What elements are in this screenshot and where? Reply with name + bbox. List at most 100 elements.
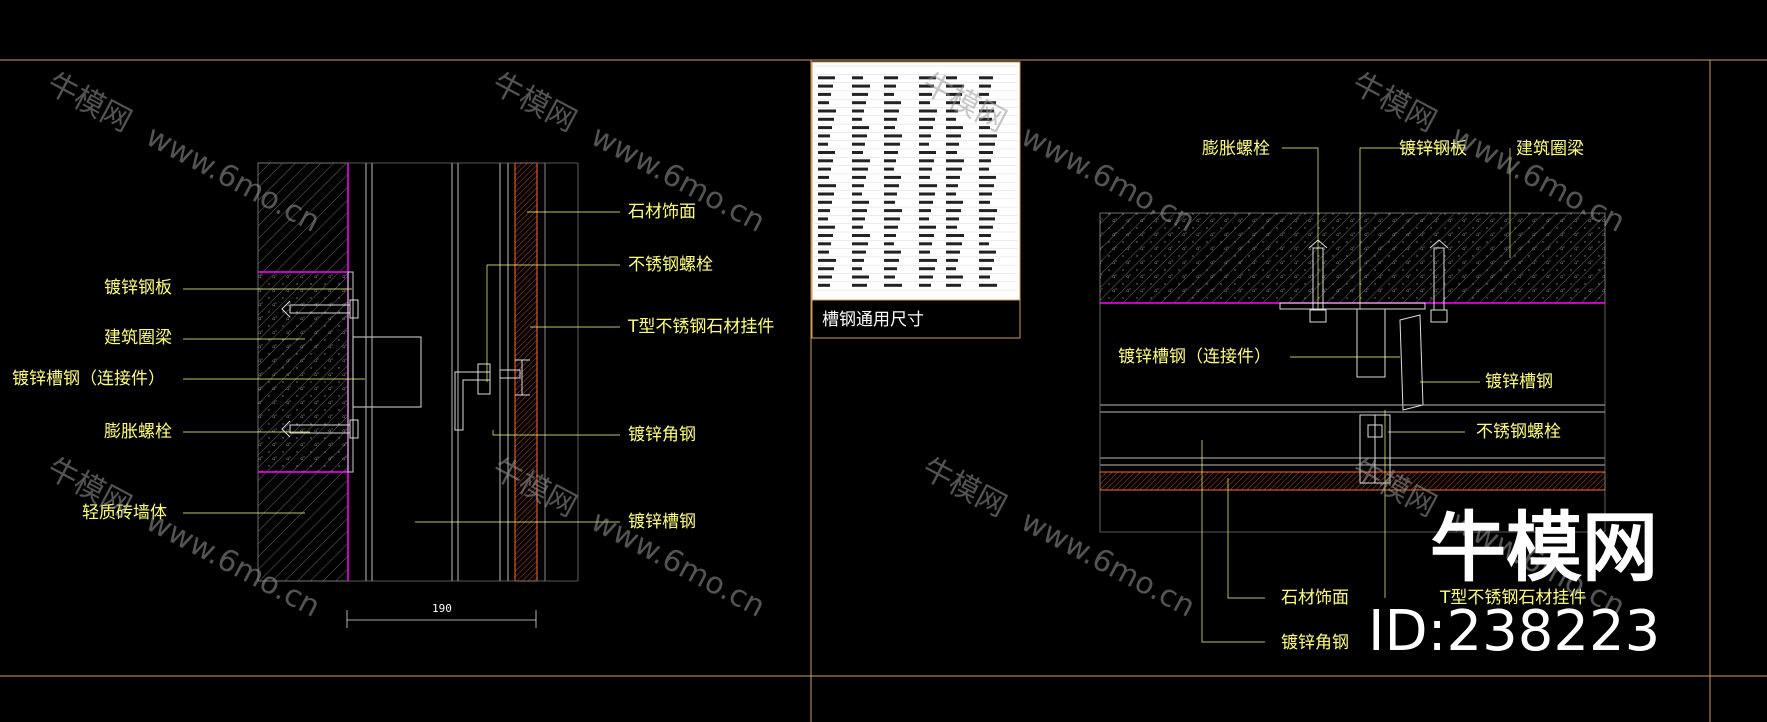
table-cell-mark (884, 267, 897, 271)
watermark-brand: 牛模网 (486, 66, 582, 139)
table-cell-mark (919, 134, 931, 138)
table-cell-mark (919, 109, 937, 113)
table-cell-mark (852, 209, 867, 213)
table-cell-mark (884, 192, 897, 196)
table-cell-mark (919, 159, 934, 163)
table-cell-mark (852, 175, 866, 179)
table-cell-mark (884, 184, 899, 188)
table-cell-mark (818, 76, 835, 80)
label-angle-right: 镀锌角钢 (1281, 633, 1349, 653)
table-cell-mark (852, 142, 865, 146)
table-cell-mark (919, 151, 936, 154)
label-channel-connector-right: 镀锌槽钢（连接件） (1118, 347, 1271, 367)
table-cell-mark (919, 101, 930, 105)
label-hanger-right: T型不锈钢石材挂件 (1439, 588, 1586, 608)
table-cell-mark (946, 200, 963, 204)
table-cell-mark (946, 84, 964, 88)
table-cell-mark (852, 250, 866, 254)
table-cell-mark (884, 117, 897, 121)
table-cell-mark (818, 92, 831, 96)
table-cell-mark (946, 234, 964, 237)
table-cell-mark (884, 225, 898, 229)
watermark-brand: 牛模网 (41, 66, 137, 139)
table-cell-mark (818, 159, 833, 163)
table-cell-mark (818, 209, 830, 213)
table-cell-mark (884, 159, 896, 163)
table-cell-mark (852, 184, 864, 188)
table-cell-mark (946, 101, 960, 105)
dimension-190: 190 (432, 602, 452, 615)
table-cell-mark (852, 159, 870, 163)
table-cell-mark (818, 234, 833, 237)
table-cell-mark (852, 101, 866, 105)
label-channel-right: 镀锌槽钢 (1485, 372, 1553, 392)
table-cell-mark (979, 242, 989, 246)
label-stone-facing: 石材饰面 (628, 202, 696, 222)
watermark-url: www.6mo.cn (1015, 504, 1201, 625)
table-cell-mark (818, 217, 828, 221)
table-cell-mark (818, 142, 828, 146)
label-expansion-bolt: 膨胀螺栓 (104, 422, 172, 442)
table-cell-mark (884, 234, 896, 237)
table-cell-mark (818, 109, 836, 113)
table-cell-mark (818, 84, 833, 88)
table-cell-mark (818, 184, 836, 188)
table-cell-mark (852, 192, 862, 196)
table-cell-mark (919, 192, 935, 196)
label-t-hanger: T型不锈钢石材挂件 (627, 317, 774, 337)
table-cell-mark (884, 142, 900, 146)
table-cell-mark (884, 134, 902, 138)
table-cell-mark (979, 200, 990, 204)
table-cell-mark (852, 117, 862, 121)
table-cell-mark (946, 275, 963, 279)
table-cell-mark (884, 275, 895, 279)
table-cell-mark (818, 225, 835, 229)
table-cell-mark (979, 209, 997, 213)
table-cell-mark (919, 126, 933, 130)
table-cell-mark (946, 242, 962, 246)
table-cell-mark (884, 209, 902, 213)
table-cell-mark (979, 109, 994, 113)
table-cell-mark (946, 142, 959, 146)
right-plan-detail (1099, 147, 1606, 643)
table-cell-mark (979, 258, 994, 262)
table-cell-mark (979, 101, 996, 105)
label-expansion-bolt-right: 膨胀螺栓 (1202, 139, 1270, 159)
table-cell-mark (818, 117, 834, 121)
table-cell-mark (979, 167, 989, 171)
table-cell-mark (919, 275, 933, 279)
table-cell-mark (979, 76, 993, 80)
table-cell-mark (818, 275, 832, 279)
table-cell-mark (919, 242, 932, 246)
watermark-brand: 牛模网 (1346, 451, 1442, 524)
table-cell-mark (946, 134, 961, 138)
label-ring-beam: 建筑圈梁 (104, 328, 172, 348)
table-cell-mark (818, 200, 832, 204)
channel-size-table: 槽钢通用尺寸 (811, 61, 1021, 339)
table-cell-mark (919, 142, 929, 146)
label-galvanized-angle: 镀锌角钢 (628, 425, 696, 445)
table-cell-mark (818, 101, 829, 105)
table-cell-mark (946, 192, 956, 196)
table-cell-mark (919, 250, 930, 254)
table-cell-mark (946, 175, 960, 179)
table-cell-mark (852, 267, 862, 271)
table-cell-mark (979, 142, 995, 146)
table-cell-mark (852, 275, 869, 279)
table-cell-mark (884, 101, 901, 105)
table-cell-mark (818, 134, 830, 138)
table-cell-mark (946, 225, 957, 229)
table-cell-mark (946, 267, 956, 271)
table-cell-mark (852, 258, 864, 262)
label-galvanized-channel: 镀锌槽钢 (628, 512, 696, 532)
table-cell-mark (818, 192, 834, 196)
brand-name: 牛模网 (1430, 503, 1658, 592)
table-cell-mark (946, 159, 964, 163)
table-cell-mark (852, 234, 870, 237)
table-cell-mark (919, 92, 932, 96)
table-cell-mark (919, 283, 931, 287)
table-cell-mark (884, 109, 899, 113)
label-galvanized-channel-connector: 镀锌槽钢（连接件） (12, 369, 165, 389)
table-cell-mark (919, 209, 931, 213)
left-labels: 镀锌钢板 建筑圈梁 镀锌槽钢（连接件） 膨胀螺栓 轻质砖墙体 石材饰面 不锈钢螺… (12, 202, 774, 615)
